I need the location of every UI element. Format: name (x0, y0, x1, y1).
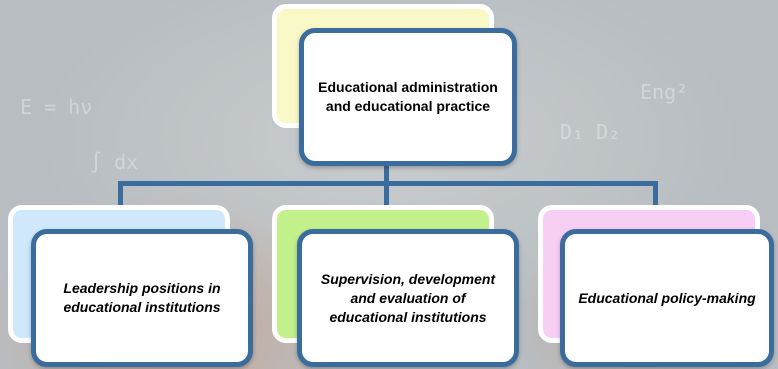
chalk-scribble: D₁ D₂ (560, 120, 621, 144)
root-node-label: Educational administration and education… (318, 79, 498, 114)
connector-middle-drop (384, 181, 389, 205)
chalk-scribble: Eng² (640, 80, 689, 104)
child-node-label: Supervision, development and evaluation … (320, 270, 496, 325)
root-node: Educational administration and education… (299, 28, 517, 166)
chalk-scribble: ∫ dx (90, 150, 139, 174)
child-node-policy: Educational policy-making (560, 229, 774, 367)
child-node-label: Educational policy-making (578, 289, 756, 306)
connector-left-drop (118, 181, 123, 205)
connector-right-drop (653, 181, 658, 205)
chalk-scribble: E = hν (20, 95, 93, 119)
child-node-label: Leadership positions in educational inst… (63, 280, 221, 315)
connector-root-down (384, 166, 389, 184)
child-node-supervision: Supervision, development and evaluation … (297, 229, 519, 367)
child-node-leadership: Leadership positions in educational inst… (31, 229, 253, 367)
